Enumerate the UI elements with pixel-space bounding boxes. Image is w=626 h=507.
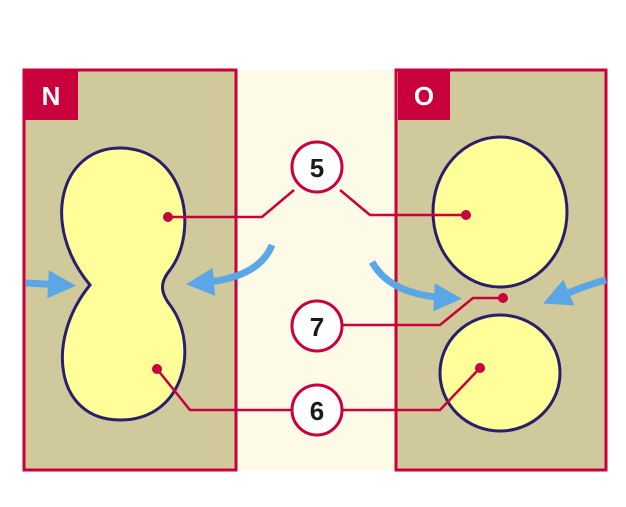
leader-line-5-left	[168, 189, 295, 219]
panel-o-tab	[398, 70, 450, 120]
leader-line-6-right	[342, 367, 481, 412]
arrow-icon	[25, 270, 76, 299]
leader-line-6-left	[156, 368, 293, 412]
arrow-icon	[368, 260, 462, 312]
callout-6-label: 6	[310, 396, 324, 426]
point-marker	[163, 212, 173, 222]
daughter-cell-bottom	[438, 313, 562, 433]
callout-5-label: 5	[310, 153, 324, 183]
leader-line-7	[342, 296, 503, 327]
callout-7-label: 7	[310, 312, 324, 342]
leader-line-5-right	[339, 189, 466, 217]
callout-7	[290, 299, 344, 353]
arrow-icon	[186, 243, 276, 296]
dividing-cell	[60, 146, 187, 422]
daughter-cell-top	[431, 135, 569, 289]
point-marker	[475, 363, 485, 373]
panel-n-tab	[24, 70, 78, 120]
callout-6	[290, 383, 344, 437]
panel-n-label: N	[42, 81, 61, 111]
point-marker	[152, 364, 162, 374]
arrow-icon	[543, 276, 607, 306]
point-marker	[498, 293, 508, 303]
callout-5	[290, 140, 344, 194]
point-marker	[461, 210, 471, 220]
panel-o-label: O	[414, 81, 434, 111]
